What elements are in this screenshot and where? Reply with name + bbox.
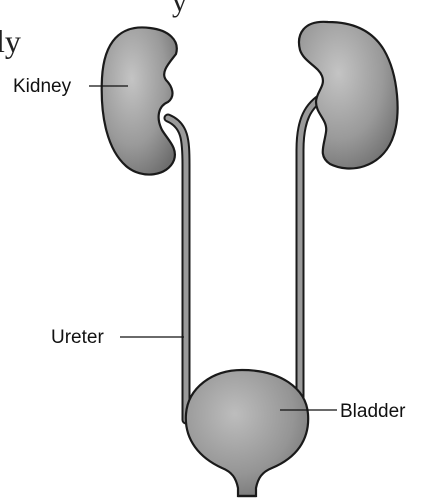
bladder-label: Bladder — [340, 401, 406, 422]
kidney-label: Kidney — [13, 76, 72, 97]
ureter-label: Ureter — [51, 327, 104, 348]
left-kidney — [102, 27, 177, 174]
right-ureter — [300, 96, 324, 420]
header-fragment-top: y — [172, 0, 187, 18]
header-fragment-left: ly — [0, 23, 21, 59]
bladder — [186, 370, 308, 496]
ureter-callout: Ureter — [51, 327, 184, 348]
right-kidney — [299, 22, 398, 169]
